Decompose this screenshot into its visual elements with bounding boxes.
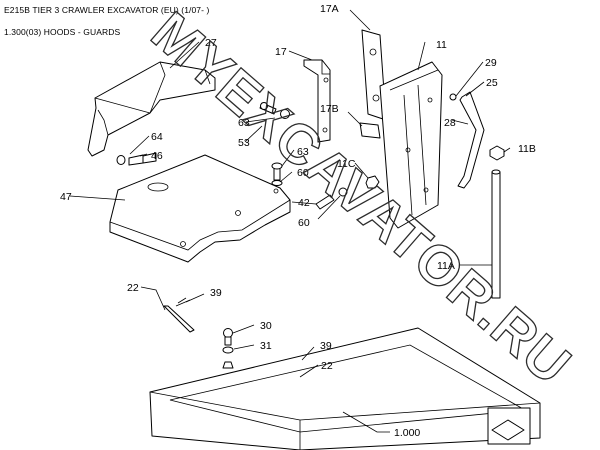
callout-11c: 11C	[337, 158, 356, 170]
callout-42: 42	[298, 197, 310, 209]
part-42-bolt	[315, 187, 348, 210]
callout-53: 53	[238, 137, 250, 149]
callout-39-lower: 39	[320, 340, 332, 352]
callout-63-lower: 63	[297, 146, 309, 158]
callout-22-right: 22	[321, 360, 333, 372]
callout-64: 64	[151, 131, 163, 143]
part-27-hood-guard	[87, 61, 216, 157]
part-11c-nut	[365, 175, 380, 189]
callout-46: 46	[151, 150, 163, 162]
callout-17a: 17A	[320, 3, 339, 15]
callout-29: 29	[485, 57, 497, 69]
part-17-bracket	[303, 59, 331, 143]
part-22-latch-left	[163, 297, 195, 333]
part-60-bolt	[271, 162, 283, 186]
callout-63-upper: 63	[238, 117, 250, 129]
callout-30: 30	[260, 320, 272, 332]
navigation-icon	[487, 407, 531, 445]
header-title: E215B TIER 3 CRAWLER EXCAVATOR (EU) (1/0…	[4, 5, 210, 15]
part-11-panel	[379, 61, 443, 229]
callout-47: 47	[60, 191, 72, 203]
callout-27: 27	[205, 37, 217, 49]
callout-labels: 17A 11 27 17 29 25 17B 28 63 53 64 46 63…	[60, 3, 536, 439]
part-11b-cap	[489, 145, 505, 161]
leader-lines	[69, 9, 511, 433]
callout-11a: 11A	[437, 260, 455, 272]
part-53-bolt	[259, 102, 290, 119]
callout-39-upper: 39	[210, 287, 222, 299]
part-11a-rod	[491, 169, 501, 299]
part-47-plate	[109, 154, 291, 263]
callout-11: 11	[436, 39, 447, 51]
callout-31: 31	[260, 340, 272, 352]
callout-17: 17	[275, 46, 287, 58]
callout-60-upper: 60	[297, 167, 309, 179]
callout-25: 25	[486, 77, 498, 89]
callout-22-left: 22	[127, 282, 139, 294]
part-46-bolt	[116, 152, 157, 166]
callout-60-lower: 60	[298, 217, 310, 229]
part-28-rod	[449, 91, 485, 189]
part-30-bolt	[222, 328, 234, 369]
callout-11b: 11B	[518, 143, 536, 155]
callout-1000: 1.000	[394, 427, 420, 439]
part-1000-platform	[149, 327, 541, 450]
callout-17b: 17B	[320, 103, 339, 115]
callout-28: 28	[444, 117, 456, 129]
part-17b-pad	[359, 122, 381, 139]
header-subtitle: 1.300(03) HOODS - GUARDS	[4, 27, 121, 37]
